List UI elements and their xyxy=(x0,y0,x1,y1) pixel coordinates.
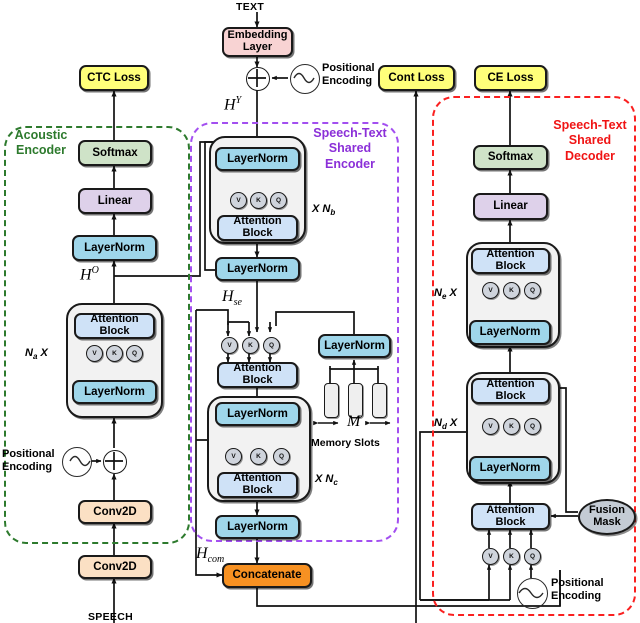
h-y-symbol: HY xyxy=(224,95,242,114)
shared-encoder-nb-k-port[interactable]: K xyxy=(250,192,267,209)
shared-encoder-nb-v-port[interactable]: V xyxy=(230,192,247,209)
cont-loss-node[interactable]: Cont Loss xyxy=(378,65,455,91)
h-o-symbol: HO xyxy=(80,265,99,284)
plus-icon-text xyxy=(248,69,266,87)
region-label-acoustic-encoder: Acoustic Encoder xyxy=(14,128,68,158)
memory-layernorm-label: LayerNorm xyxy=(324,339,385,352)
positional-encoding-label-decoder: Positional Encoding xyxy=(551,577,604,602)
plus-icon-acoustic xyxy=(105,452,123,470)
acoustic-conv2d-node-2[interactable]: Conv2D xyxy=(78,500,152,524)
decoder-linear-node[interactable]: Linear xyxy=(473,193,548,220)
shared-encoder-nb-repeat-count: X Nb xyxy=(312,203,336,218)
decoder-softmax-node[interactable]: Softmax xyxy=(473,145,548,170)
decoder-bottom-k-port[interactable]: K xyxy=(503,548,520,565)
shared-encoder-mem-v-port[interactable]: V xyxy=(221,337,238,354)
shared-encoder-post-nb-layernorm-node[interactable]: LayerNorm xyxy=(215,257,300,281)
decoder-ne-layernorm-node[interactable]: LayerNorm xyxy=(469,320,551,345)
decoder-nd-k-port[interactable]: K xyxy=(503,418,520,435)
shared-encoder-nc-repeat-count: X Nc xyxy=(315,473,338,488)
add-node-acoustic-pe xyxy=(103,450,127,474)
acoustic-repeat-count: Na X xyxy=(25,347,48,362)
add-node-text-pe xyxy=(246,67,270,91)
ce-loss-node[interactable]: CE Loss xyxy=(474,65,547,91)
decoder-ne-attention-block-node[interactable]: Attention Block xyxy=(471,248,550,274)
shared-encoder-nb-q-port[interactable]: Q xyxy=(270,192,287,209)
shared-encoder-nc-layernorm-node[interactable]: LayerNorm xyxy=(215,402,300,426)
shared-encoder-nc-attention-block-node[interactable]: Attention Block xyxy=(217,472,298,498)
shared-encoder-nb-layernorm-node[interactable]: LayerNorm xyxy=(215,147,300,171)
fusion-mask-node[interactable]: Fusion Mask xyxy=(578,499,636,535)
decoder-ne-v-port[interactable]: V xyxy=(482,282,499,299)
shared-encoder-nc-v-port[interactable]: V xyxy=(225,448,242,465)
acoustic-q-port[interactable]: Q xyxy=(126,345,143,362)
decoder-bottom-attention-block-node[interactable]: Attention Block xyxy=(471,503,550,530)
acoustic-linear-node[interactable]: Linear xyxy=(78,188,152,214)
memory-slots-caption: Memory Slots xyxy=(311,437,380,449)
embedding-layer-node[interactable]: Embedding Layer xyxy=(222,27,293,57)
memory-layernorm-node[interactable]: LayerNorm xyxy=(318,334,391,358)
h-se-symbol: Hse xyxy=(222,288,242,309)
shared-encoder-nb-attention-block-node[interactable]: Attention Block xyxy=(217,215,298,241)
shared-encoder-mem-q-port[interactable]: Q xyxy=(263,337,280,354)
memory-slot[interactable] xyxy=(324,383,339,418)
decoder-ne-k-port[interactable]: K xyxy=(503,282,520,299)
positional-encoding-label-text: Positional Encoding xyxy=(322,62,375,87)
memory-slot[interactable] xyxy=(372,383,387,418)
decoder-nd-v-port[interactable]: V xyxy=(482,418,499,435)
positional-encoding-label-acoustic: Positional Encoding xyxy=(2,448,55,473)
shared-encoder-mem-attention-block-node[interactable]: Attention Block xyxy=(217,362,298,388)
acoustic-layernorm-node[interactable]: LayerNorm xyxy=(72,235,157,261)
input-label-speech: SPEECH xyxy=(88,611,133,623)
acoustic-softmax-node[interactable]: Softmax xyxy=(78,140,152,166)
decoder-nd-q-port[interactable]: Q xyxy=(524,418,541,435)
decoder-bottom-q-port[interactable]: Q xyxy=(524,548,541,565)
shared-encoder-post-nc-layernorm-node[interactable]: LayerNorm xyxy=(215,515,300,539)
positional-encoding-sine-icon-text xyxy=(290,64,320,94)
memory-width-symbol: M xyxy=(347,413,361,430)
memory-slot[interactable] xyxy=(348,383,363,418)
shared-encoder-nc-k-port[interactable]: K xyxy=(250,448,267,465)
region-acoustic-encoder xyxy=(4,126,190,544)
acoustic-inner-layernorm-node[interactable]: LayerNorm xyxy=(72,380,157,404)
input-label-text: TEXT xyxy=(236,1,265,13)
decoder-ne-repeat-count: Ne X xyxy=(434,287,457,302)
acoustic-v-port[interactable]: V xyxy=(86,345,103,362)
region-label-shared-decoder: Speech-Text Shared Decoder xyxy=(553,118,627,163)
positional-encoding-sine-icon-acoustic xyxy=(62,447,92,477)
decoder-nd-attention-block-node[interactable]: Attention Block xyxy=(471,378,550,404)
decoder-nd-layernorm-node[interactable]: LayerNorm xyxy=(469,456,551,481)
h-com-symbol: Hcom xyxy=(196,545,225,566)
positional-encoding-sine-icon-decoder xyxy=(517,578,548,609)
shared-encoder-mem-k-port[interactable]: K xyxy=(242,337,259,354)
shared-encoder-nc-q-port[interactable]: Q xyxy=(273,448,290,465)
acoustic-attention-block-node[interactable]: Attention Block xyxy=(74,313,155,339)
ctc-loss-node[interactable]: CTC Loss xyxy=(79,65,149,91)
region-shared-decoder xyxy=(432,96,636,616)
region-shared-encoder xyxy=(190,122,399,542)
region-label-shared-encoder: Speech-Text Shared Encoder xyxy=(313,126,387,171)
decoder-bottom-v-port[interactable]: V xyxy=(482,548,499,565)
decoder-ne-q-port[interactable]: Q xyxy=(524,282,541,299)
concatenate-node[interactable]: Concatenate xyxy=(222,563,312,588)
acoustic-k-port[interactable]: K xyxy=(106,345,123,362)
acoustic-conv2d-node-1[interactable]: Conv2D xyxy=(78,555,152,579)
decoder-nd-repeat-count: Nd X xyxy=(434,417,458,432)
